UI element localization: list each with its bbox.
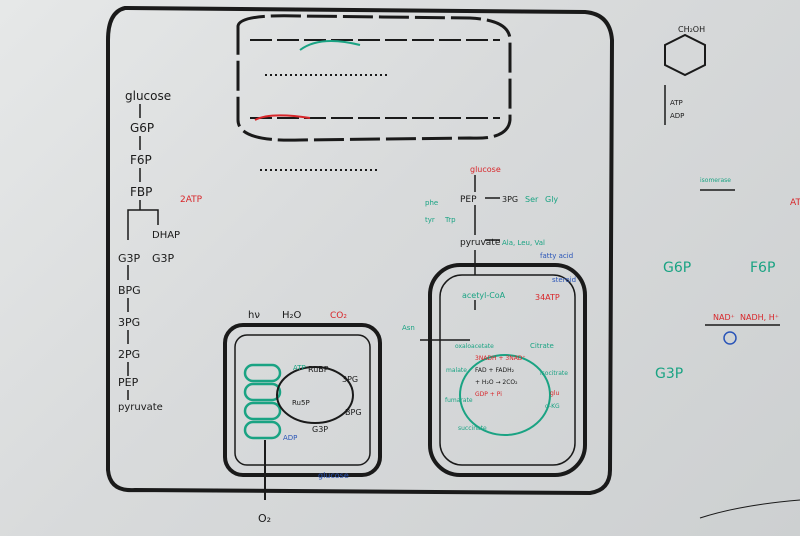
photo-hv: hν (248, 310, 260, 321)
right-adp: ADP (670, 112, 684, 120)
rna-strand (299, 40, 361, 51)
phosphate-icon (723, 331, 737, 345)
photo-o2: O₂ (258, 512, 271, 525)
mitochondrion-inner (439, 274, 576, 466)
right-g3p: G3P (655, 366, 683, 382)
pathway-pyruvate: pyruvate (460, 238, 501, 248)
krebs-gtp: GDP + Pi (475, 391, 502, 398)
krebs-oxalo: oxaloacetate (455, 343, 494, 350)
chloroplast (223, 323, 382, 477)
right-isomerase: isomerase (700, 177, 731, 184)
pathway-ser: Ser (525, 195, 539, 204)
pathway-steroid: steroid (552, 276, 576, 284)
glycolysis-glucose: glucose (125, 89, 171, 103)
krebs-fad: FAD + FADH₂ (475, 367, 515, 374)
right-atp-cut: AT (790, 198, 800, 208)
photo-glucose: glucose (318, 471, 349, 480)
photo-h2o: H₂O (282, 310, 302, 321)
glycolysis-3pg: 3PG (118, 316, 140, 329)
pathway-fatty: fatty acid (540, 252, 573, 260)
pathway-phe: phe (425, 199, 438, 207)
pathway-pep: PEP (460, 195, 477, 205)
pathway-acetyl: acetyl-CoA (462, 291, 506, 300)
krebs-malate: malate (446, 367, 467, 374)
photo-rubp: RuBP (308, 365, 329, 374)
glycolysis-pyruvate: pyruvate (118, 402, 163, 413)
krebs-isocitrate: isocitrate (540, 370, 568, 377)
right-f6p: F6P (750, 260, 775, 276)
glycolysis-bpg: BPG (118, 284, 141, 297)
pathway-ala: Ala, Leu, Val (502, 239, 545, 247)
calvin-cycle (276, 366, 354, 424)
atp-34: 34ATP (535, 293, 560, 302)
mitochondrion (428, 263, 587, 477)
glycolysis-fbp: FBP (130, 185, 152, 199)
right-ch2oh: CH₂OH (678, 25, 705, 34)
glycolysis-g6p: G6P (130, 121, 154, 135)
photo-adp: ADP (283, 434, 297, 442)
krebs-fumarate: fumarate (445, 397, 473, 404)
thylakoid-stack (243, 363, 282, 440)
photo-bpg: BPG (345, 408, 362, 417)
nucleus-inner (250, 39, 500, 119)
krebs-akg: α-KG (545, 403, 560, 410)
pathway-trp: Trp (444, 216, 456, 224)
krebs-cycle (459, 354, 551, 436)
pathway-tyr: tyr (425, 216, 435, 224)
mrna-red (254, 114, 311, 121)
glycolysis-g3p: G3P (118, 252, 141, 265)
pathway-gly: Gly (545, 195, 558, 204)
right-nadh: NADH, H⁺ (740, 313, 779, 322)
krebs-nadh: 3NADH + 3NAD⁺ (475, 355, 526, 362)
pathway-glucose: glucose (470, 165, 501, 174)
glycolysis-f6p: F6P (130, 153, 152, 167)
glycolysis-arrows (127, 104, 159, 400)
cell-membrane (106, 5, 615, 496)
krebs-glu: glu (550, 390, 559, 397)
pathway-arrows (420, 175, 500, 341)
right-g6p: G6P (663, 260, 691, 276)
board-edge (699, 499, 800, 519)
chloroplast-inner (234, 334, 371, 466)
right-nad: NAD⁺ (713, 313, 735, 322)
glycolysis-pep: PEP (118, 376, 139, 389)
pathway-3pg: 3PG (502, 195, 518, 204)
glycolysis-2pg: 2PG (118, 348, 140, 361)
photo-3pg: 3PG (342, 375, 358, 384)
dhap: DHAP (152, 230, 180, 241)
krebs-citrate: Citrate (530, 342, 554, 350)
right-atp: ATP (670, 99, 683, 107)
photo-g3p: G3P (312, 425, 328, 434)
krebs-asn: Asn (402, 324, 415, 332)
nucleus-membrane (236, 14, 512, 142)
photo-atp: ATP (293, 364, 306, 372)
krebs-succinate: succinate (458, 425, 487, 432)
photo-co2: CO₂ (330, 311, 347, 321)
atp-2: 2ATP (180, 195, 203, 205)
glucose-ring (664, 33, 706, 77)
g3p-right: G3P (152, 252, 175, 265)
photo-ru5p: Ru5P (292, 399, 310, 407)
krebs-h2o: + H₂O → 2CO₂ (475, 379, 518, 386)
